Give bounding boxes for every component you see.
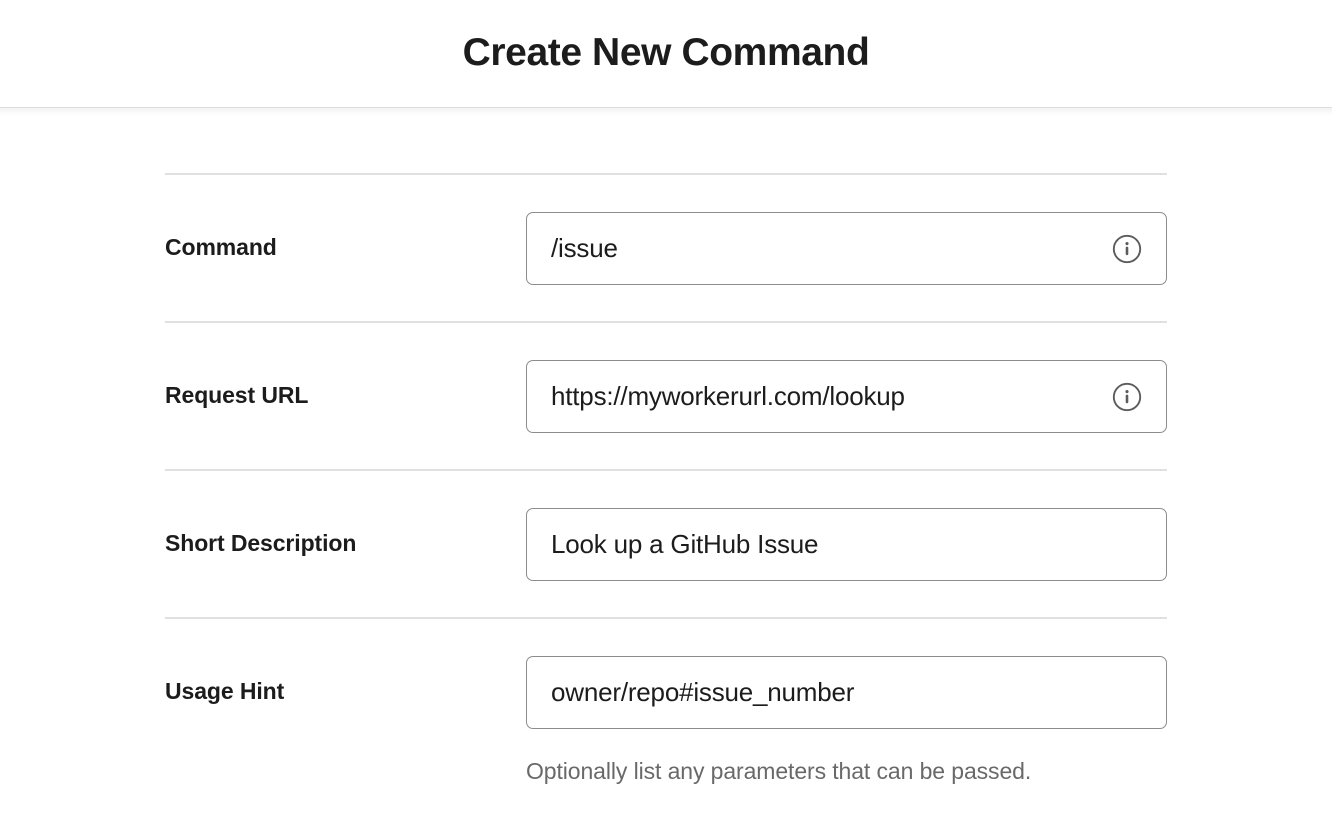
command-input[interactable]: /issue xyxy=(526,212,1167,285)
divider-top xyxy=(165,173,1167,175)
page-title: Create New Command xyxy=(462,31,870,74)
short-description-input[interactable]: Look up a GitHub Issue xyxy=(526,508,1167,581)
field-row-request-url: Request URL https://myworkerurl.com/look… xyxy=(165,323,1167,469)
field-control-request-url: https://myworkerurl.com/lookup xyxy=(526,360,1167,433)
request-url-input[interactable]: https://myworkerurl.com/lookup xyxy=(526,360,1167,433)
field-row-command: Command /issue xyxy=(165,175,1167,321)
field-row-usage-hint: Usage Hint owner/repo#issue_number Optio… xyxy=(165,619,1167,822)
request-url-input-value: https://myworkerurl.com/lookup xyxy=(551,382,905,411)
field-control-command: /issue xyxy=(526,212,1167,285)
field-label-usage-hint: Usage Hint xyxy=(165,678,285,704)
command-input-value: /issue xyxy=(551,234,618,263)
field-row-short-description: Short Description Look up a GitHub Issue xyxy=(165,471,1167,617)
form-container: Command /issue Request URL xyxy=(0,108,1332,822)
command-form: Command /issue Request URL xyxy=(165,173,1167,822)
usage-hint-input[interactable]: owner/repo#issue_number xyxy=(526,656,1167,729)
divider-after-command xyxy=(165,321,1167,323)
divider-after-short-description xyxy=(165,617,1167,619)
field-control-short-description: Look up a GitHub Issue xyxy=(526,508,1167,581)
info-circle-icon[interactable] xyxy=(1112,382,1142,412)
divider-after-request-url xyxy=(165,469,1167,471)
field-control-usage-hint: owner/repo#issue_number Optionally list … xyxy=(526,656,1167,786)
usage-hint-helper-text: Optionally list any parameters that can … xyxy=(526,758,1032,784)
info-circle-icon[interactable] xyxy=(1112,234,1142,264)
field-label-command: Command xyxy=(165,234,277,260)
field-label-request-url: Request URL xyxy=(165,382,309,408)
usage-hint-input-value: owner/repo#issue_number xyxy=(551,678,855,707)
field-label-short-description: Short Description xyxy=(165,530,357,556)
short-description-input-value: Look up a GitHub Issue xyxy=(551,530,819,559)
page-header: Create New Command xyxy=(0,0,1332,116)
